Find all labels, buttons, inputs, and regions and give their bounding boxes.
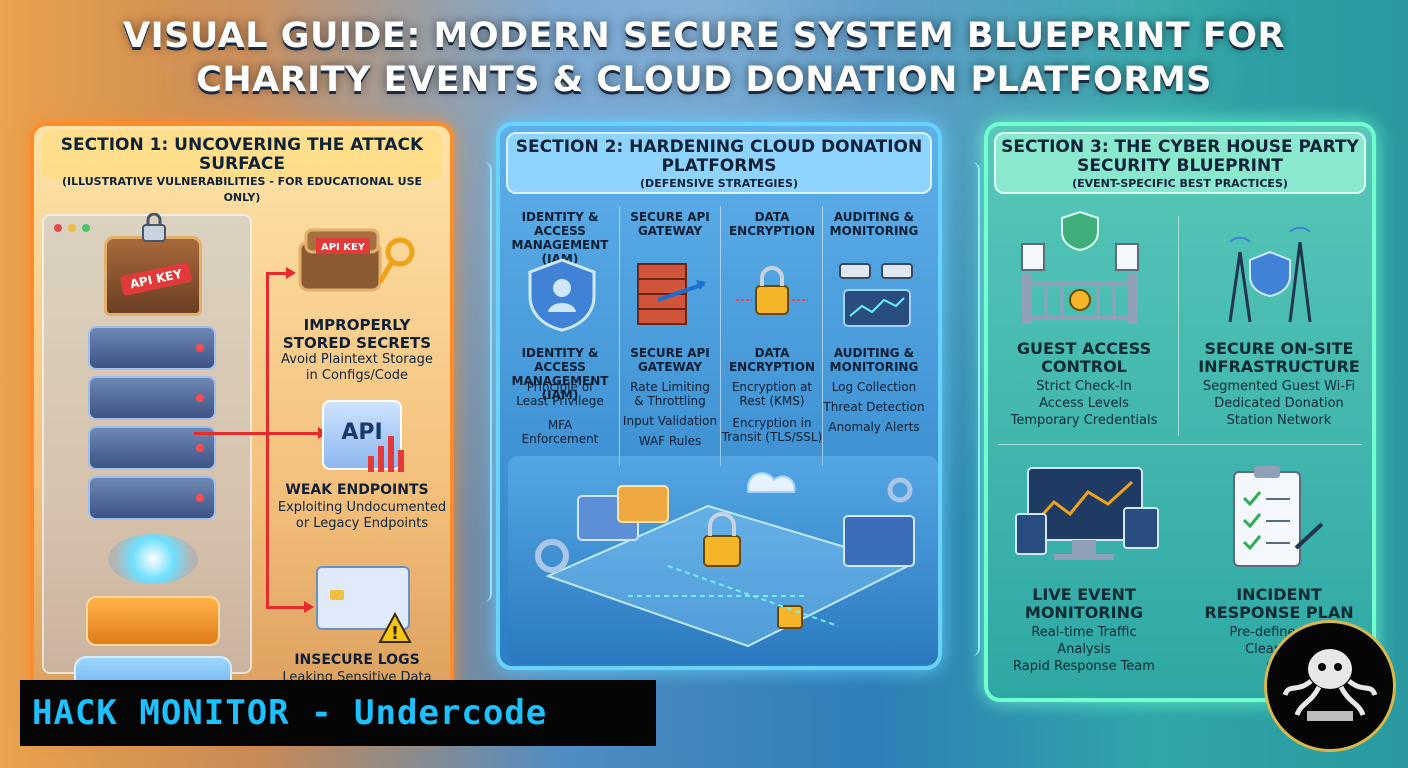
col-audit-item-2: Threat Detection — [823, 400, 925, 414]
section3-header-box — [994, 132, 1366, 194]
api-key-tag: API KEY — [119, 261, 193, 297]
col-enc-title: DATA ENCRYPTION — [728, 346, 815, 374]
section1-title: SECTION 1: UNCOVERING THE ATTACK SURFACE — [60, 135, 424, 174]
col-enc-item-2: Encryption in Transit (TLS/SSL) — [721, 416, 823, 444]
window-dot-red — [54, 224, 62, 232]
s3-infrastructure-desc: Segmented Guest Wi-Fi Dedicated Donation… — [1202, 379, 1356, 428]
item-improperly-stored-secrets-title: IMPROPERLY STORED SECRETS — [282, 316, 432, 352]
hack-monitor-watermark: HACK MONITOR - Undercode — [20, 680, 656, 746]
col-audit-title: AUDITING & MONITORING — [829, 346, 919, 374]
s3-guest-access-desc: Strict Check-In Access Levels Temporary … — [1010, 379, 1158, 428]
section2-header: SECTION 2: HARDENING CLOUD DONATION PLAT… — [508, 138, 930, 192]
window-dot-green — [82, 224, 90, 232]
red-connector-line — [266, 272, 269, 608]
api-badge-text: API — [341, 420, 383, 445]
column-separator-3 — [822, 206, 823, 466]
item-weak-endpoints-desc: Exploiting Undocumented or Legacy Endpoi… — [277, 500, 447, 531]
section3-header: SECTION 3: THE CYBER HOUSE PARTY SECURIT… — [996, 138, 1364, 192]
s3-separator-horizontal — [998, 444, 1362, 445]
col-iam-item-2: MFA Enforcement — [521, 418, 599, 446]
col-api-item-2: Input Validation — [622, 414, 718, 428]
padlock-icon — [142, 213, 166, 242]
connector-1-2 — [456, 162, 492, 602]
main-title: VISUAL GUIDE: MODERN SECURE SYSTEM BLUEP… — [0, 14, 1408, 102]
col-api-item-1: Rate Limiting & Throttling — [630, 380, 710, 408]
red-arrow-1 — [266, 267, 296, 279]
main-title-line2: CHARITY EVENTS & CLOUD DONATION PLATFORM… — [196, 60, 1212, 100]
monitoring-camera-icon — [839, 263, 913, 327]
section2-panel: SECTION 2: HARDENING CLOUD DONATION PLAT… — [496, 122, 942, 670]
section2-title: SECTION 2: HARDENING CLOUD DONATION PLAT… — [515, 137, 923, 176]
col-audit-item-1: Log Collection — [831, 380, 917, 394]
live-monitoring-screens-icon — [1015, 467, 1159, 560]
section2-header-box — [506, 132, 932, 194]
server-unit-1 — [88, 326, 216, 370]
window-dot-yellow — [68, 224, 76, 232]
section1-header-box — [42, 130, 442, 180]
s3-incident-response-title: INCIDENT RESPONSE PLAN — [1204, 585, 1354, 622]
bar-chart-icon — [368, 436, 404, 472]
section1-header: SECTION 1: UNCOVERING THE ATTACK SURFACE… — [42, 136, 442, 206]
octopus-icon — [1282, 649, 1378, 721]
s3-live-monitoring-title: LIVE EVENT MONITORING — [1024, 585, 1144, 622]
col-api-title: SECURE API GATEWAY — [630, 346, 710, 374]
section3-panel: SECTION 3: THE CYBER HOUSE PARTY SECURIT… — [984, 122, 1376, 702]
server-unit-4 — [88, 476, 216, 520]
col-iam-title: IDENTITY & ACCESS MANAGEMENT (IAM) — [511, 346, 609, 402]
wifi-tower-icon — [1228, 226, 1312, 323]
main-title-line1: VISUAL GUIDE: MODERN SECURE SYSTEM BLUEP… — [123, 16, 1285, 56]
column-separator-2 — [720, 206, 721, 466]
col-audit-item-3: Anomaly Alerts — [828, 420, 920, 434]
red-arrow-2 — [194, 427, 328, 439]
secure-gate-icon — [1021, 210, 1139, 324]
col-enc-head: DATA ENCRYPTION — [728, 210, 815, 238]
shield-user-icon — [528, 258, 596, 332]
col-enc-item-1: Encryption at Rest (KMS) — [731, 380, 813, 408]
section3-title: SECTION 3: THE CYBER HOUSE PARTY SECURIT… — [1001, 137, 1359, 176]
connector-2-3 — [944, 162, 980, 656]
item-improperly-stored-secrets-desc: Avoid Plaintext Storage in Configs/Code — [281, 352, 433, 383]
item-weak-endpoints-title: WEAK ENDPOINTS — [285, 482, 429, 498]
small-api-key-label: API KEY — [321, 242, 366, 253]
item-insecure-logs-title: INSECURE LOGS — [294, 652, 420, 668]
server-stack-illustration: API KEY — [74, 213, 234, 736]
section3-subtitle: (EVENT-SPECIFIC BEST PRACTICES) — [1072, 177, 1288, 190]
s3-guest-access-title: GUEST ACCESS CONTROL — [1016, 339, 1152, 376]
section1-subtitle: (ILLUSTRATIVE VULNERABILITIES - FOR EDUC… — [61, 175, 423, 204]
s3-separator-top — [1178, 216, 1179, 436]
col-audit-head: AUDITING & MONITORING — [829, 210, 919, 238]
col-api-item-3: WAF Rules — [638, 434, 702, 448]
column-separator-1 — [619, 206, 620, 466]
s3-infrastructure-title: SECURE ON-SITE INFRASTRUCTURE — [1198, 339, 1360, 376]
base-platform-orange — [86, 596, 220, 646]
isometric-network-scene — [535, 472, 915, 648]
col-iam-item-1: Principle of Least Privilege — [516, 380, 604, 408]
checklist-clipboard-icon — [1233, 466, 1324, 567]
server-unit-2 — [88, 376, 216, 420]
glowing-core-icon — [108, 534, 198, 584]
encryption-lock-icon — [736, 266, 808, 315]
red-arrow-3 — [266, 601, 314, 613]
api-key-chest-icon: API KEY — [298, 228, 415, 292]
cloud-platform-illustration — [508, 456, 938, 664]
section2-subtitle: (DEFENSIVE STRATEGIES) — [640, 177, 798, 190]
treasure-chest-icon: API KEY — [104, 213, 202, 316]
col-api-head: SECURE API GATEWAY — [630, 210, 710, 238]
svg-text:!: ! — [391, 623, 399, 644]
octopus-logo — [1264, 620, 1396, 752]
section1-panel: SECTION 1: UNCOVERING THE ATTACK SURFACE… — [30, 122, 454, 738]
warning-icon: ! — [378, 612, 412, 644]
s3-live-monitoring-desc: Real-time Traffic Analysis Rapid Respons… — [1013, 625, 1155, 674]
firewall-icon — [637, 263, 706, 325]
